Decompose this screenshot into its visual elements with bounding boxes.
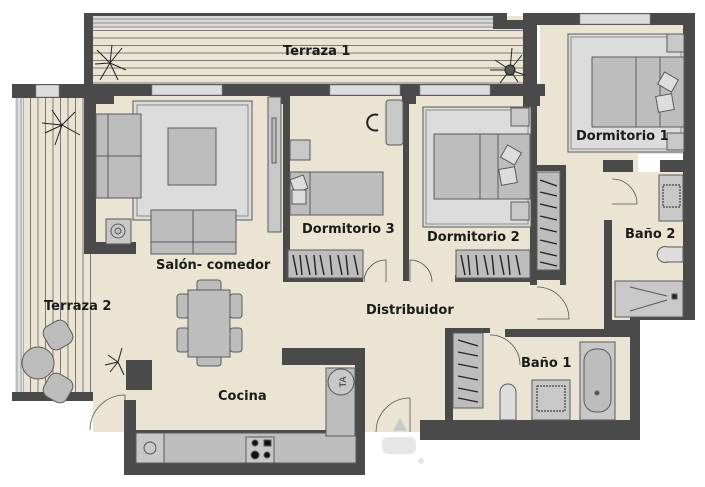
closet-column xyxy=(536,171,561,271)
room-label-bano-1: Baño 1 xyxy=(521,356,572,371)
windows xyxy=(35,13,651,98)
door-swings xyxy=(89,178,638,433)
room-label-distribuidor: Distribuidor xyxy=(366,303,454,318)
kitchen-counters xyxy=(135,367,357,464)
bano-1-fixtures xyxy=(452,332,616,421)
room-label-dormitorio-1: Dormitorio 1 xyxy=(576,129,669,144)
room-label-terraza-2: Terraza 2 xyxy=(44,299,112,314)
living-furniture xyxy=(95,96,282,255)
room-label-bano-2: Baño 2 xyxy=(625,227,676,242)
entry-marker xyxy=(382,418,424,464)
room-label-dormitorio-2: Dormitorio 2 xyxy=(427,230,520,245)
plant-icons xyxy=(41,44,526,376)
dining-table xyxy=(176,279,243,367)
room-label-dormitorio-3: Dormitorio 3 xyxy=(302,222,395,237)
dormitorio-3-furniture xyxy=(287,99,404,279)
dormitorio-2-furniture xyxy=(422,106,532,279)
water-heater-label: TA xyxy=(339,376,349,389)
terraza-2-furniture xyxy=(21,319,74,404)
room-label-terraza-1: Terraza 1 xyxy=(283,44,351,59)
terraza-1-area xyxy=(84,13,523,85)
dormitorio-1-furniture xyxy=(567,33,685,153)
room-label-cocina: Cocina xyxy=(218,389,267,404)
room-label-salon-comedor: Salón- comedor xyxy=(156,258,271,273)
bano-2-fixtures xyxy=(614,174,684,318)
